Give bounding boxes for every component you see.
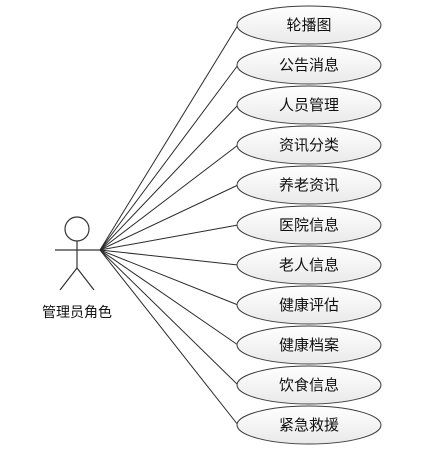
use-case-label: 医院信息 xyxy=(279,216,339,234)
use-case-label: 老人信息 xyxy=(279,256,339,274)
use-case[interactable]: 健康评估 xyxy=(236,285,382,325)
use-case[interactable]: 饮食信息 xyxy=(236,365,382,405)
use-case[interactable]: 健康档案 xyxy=(236,325,382,365)
use-case-label: 健康评估 xyxy=(279,296,339,314)
use-case[interactable]: 老人信息 xyxy=(236,245,382,285)
use-case-ellipse[interactable] xyxy=(236,125,382,165)
use-case-ellipse[interactable] xyxy=(236,405,382,445)
use-case-ellipse[interactable] xyxy=(236,205,382,245)
association-line xyxy=(99,249,239,306)
use-case-label: 公告消息 xyxy=(279,56,339,74)
use-case-ellipse[interactable] xyxy=(236,5,382,45)
use-case-list: 轮播图公告消息人员管理资讯分类养老资讯医院信息老人信息健康评估健康档案饮食信息紧… xyxy=(236,5,382,445)
actor-left-leg xyxy=(59,267,78,291)
use-case-label: 人员管理 xyxy=(279,96,339,114)
use-case-label: 饮食信息 xyxy=(279,376,339,394)
actor-label: 管理员角色 xyxy=(42,304,112,321)
use-case-ellipse[interactable] xyxy=(236,365,382,405)
association-line xyxy=(99,224,239,251)
use-case-label: 健康档案 xyxy=(279,336,339,354)
use-case[interactable]: 医院信息 xyxy=(236,205,382,245)
use-case-ellipse[interactable] xyxy=(236,85,382,125)
use-case-ellipse[interactable] xyxy=(236,285,382,325)
use-case-ellipse[interactable] xyxy=(236,245,382,285)
actor-right-leg xyxy=(76,267,95,291)
use-case-label: 紧急救援 xyxy=(279,416,339,434)
association-line xyxy=(99,249,239,386)
association-line xyxy=(99,24,239,251)
association-line xyxy=(99,64,239,251)
use-case[interactable]: 紧急救援 xyxy=(236,405,382,445)
use-case-ellipse[interactable] xyxy=(236,165,382,205)
use-case-label: 资讯分类 xyxy=(279,136,339,154)
use-case-label: 轮播图 xyxy=(286,16,331,34)
use-case-label: 养老资讯 xyxy=(279,176,339,194)
association-line xyxy=(99,249,239,346)
use-case[interactable]: 轮播图 xyxy=(236,5,382,45)
use-case[interactable]: 人员管理 xyxy=(236,85,382,125)
use-case[interactable]: 资讯分类 xyxy=(236,125,382,165)
association-line xyxy=(99,184,239,251)
use-case[interactable]: 公告消息 xyxy=(236,45,382,85)
association-line xyxy=(99,104,239,251)
association-line xyxy=(99,249,239,266)
association-line xyxy=(99,249,239,426)
use-case-ellipse[interactable] xyxy=(236,325,382,365)
use-case[interactable]: 养老资讯 xyxy=(236,165,382,205)
actor-head xyxy=(64,216,90,242)
use-case-ellipse[interactable] xyxy=(236,45,382,85)
association-lines xyxy=(99,24,239,426)
association-line xyxy=(99,144,239,251)
actor: 管理员角色 xyxy=(42,216,112,321)
